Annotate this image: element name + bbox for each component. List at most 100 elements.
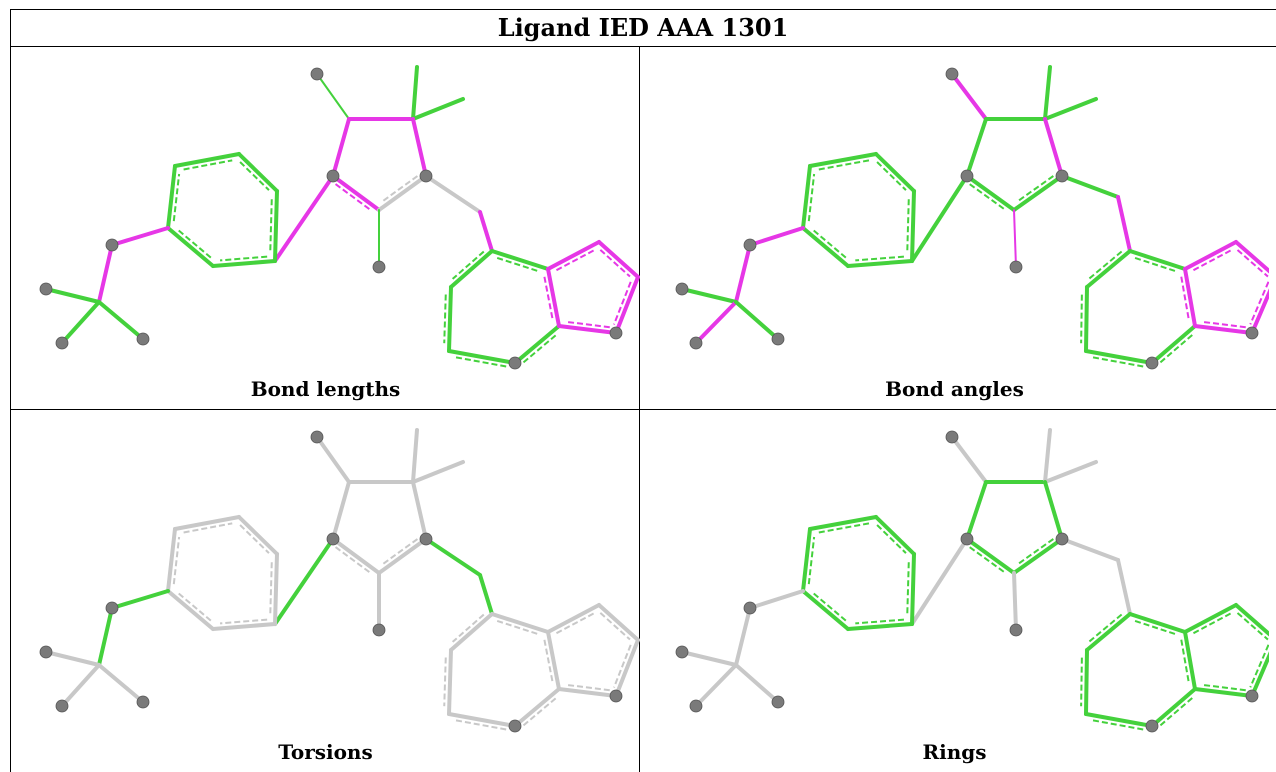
bond-m2-ff1 [1183, 603, 1238, 635]
atom-sphere-r3 [960, 532, 974, 546]
atom-sphere-me1 [310, 430, 324, 444]
bond-ff2-ff3 [1249, 644, 1269, 698]
bond-r3-r2 [331, 480, 351, 541]
bond-o-ph5 [748, 589, 805, 610]
atom-sphere-ff3 [1245, 326, 1259, 340]
atom-sphere-me4 [55, 336, 69, 350]
atom-sphere-me1 [945, 430, 959, 444]
atom-sphere-r5 [419, 169, 433, 183]
bond-c1-me4 [694, 300, 738, 345]
atom-sphere-me2 [1009, 623, 1023, 637]
atom-sphere-ff3 [609, 689, 623, 703]
table-middle-border [10, 409, 1276, 410]
bond-o-c1 [734, 243, 752, 304]
bond-ph3-r2 [910, 537, 969, 626]
bond-r1-r5 [1043, 117, 1064, 178]
bond-r3-r4 [331, 537, 381, 575]
atom-sphere-me1 [310, 67, 324, 81]
bond-c1-me5 [734, 300, 780, 341]
bond-o-c1 [734, 606, 752, 667]
atom-sphere-me1 [945, 67, 959, 81]
bond-c1-me3 [44, 287, 101, 304]
atom-sphere-me3 [675, 645, 689, 659]
bond-ff3-m3 [557, 320, 618, 335]
bond-r3-r4 [331, 174, 381, 212]
bond-ph4-ph5 [166, 226, 215, 268]
bond-bz1-bz2 [443, 285, 453, 353]
caption-bond-lengths: Bond lengths [250, 377, 401, 401]
panel-bond-lengths: Bond lengths [11, 47, 640, 405]
table-left-border [10, 9, 11, 772]
atom-sphere-o [105, 238, 119, 252]
bond-c1-me5 [97, 300, 145, 341]
atom-sphere-r3 [326, 532, 340, 546]
bond-ph5-ph6 [166, 164, 181, 230]
table-title-border [10, 46, 1276, 47]
bond-m2-m3 [1180, 630, 1197, 691]
bond-bz3-m3 [1150, 687, 1197, 728]
atom-sphere-me5 [771, 695, 785, 709]
bond-r5-c5 [1060, 174, 1120, 199]
bond-m1-bz1 [1085, 249, 1132, 289]
bond-ph4-ph5 [801, 226, 850, 268]
bond-r2-me1 [316, 73, 350, 120]
bond-r2-me1 [950, 72, 988, 121]
table-top-border [10, 9, 1276, 10]
bond-ph1-ph2 [874, 515, 916, 556]
atom-sphere-r5 [1055, 169, 1069, 183]
atom-sphere-me3 [39, 282, 53, 296]
bond-m1-m2 [490, 249, 550, 273]
bond-ff1-ff2 [1234, 240, 1269, 278]
bond-r1-a2 [411, 97, 465, 121]
bond-r3-r2 [965, 117, 988, 178]
bond-c1-me3 [680, 287, 738, 304]
atom-sphere-bz3 [1145, 356, 1159, 370]
bond-r1-a2 [1043, 460, 1098, 484]
bond-ph3-r2 [273, 537, 335, 626]
bond-bz1-bz2 [1080, 648, 1089, 716]
bond-ph2-ph3 [269, 189, 279, 263]
bond-ff1-ff2 [1234, 603, 1269, 641]
bond-ff3-m3 [1193, 683, 1254, 698]
bond-r1-a1 [1043, 428, 1052, 484]
atom-sphere-o [743, 238, 757, 252]
bond-c1-me4 [60, 300, 101, 345]
panel-bond-angles: Bond angles [640, 47, 1269, 405]
bond-bz2-bz3 [1084, 712, 1154, 731]
bond-m2-ff1 [546, 240, 601, 272]
bond-bz2-bz3 [447, 712, 517, 731]
bond-ff2-ff3 [1249, 281, 1269, 335]
bond-ff3-m3 [1193, 320, 1254, 335]
bond-ff2-ff3 [613, 638, 640, 698]
bond-r1-r5 [411, 117, 428, 178]
bond-ph1-ph2 [874, 152, 916, 193]
bond-c1-me5 [97, 663, 145, 704]
bond-c1-me4 [694, 663, 738, 708]
bond-ph3-ph4 [846, 618, 914, 631]
atom-sphere-r5 [419, 532, 433, 546]
bond-ph6-ph1 [173, 515, 241, 534]
bond-bz1-bz2 [443, 648, 453, 716]
bond-ph3-ph4 [211, 618, 277, 631]
figure-title: Ligand IED AAA 1301 [497, 13, 789, 42]
bond-r1-a1 [411, 65, 419, 121]
bond-r3-r4 [965, 174, 1016, 212]
bond-r3-r2 [965, 480, 988, 541]
bond-o-ph5 [748, 226, 805, 247]
bond-ph2-ph3 [269, 552, 279, 626]
bond-bz3-m3 [513, 324, 561, 365]
bond-m1-bz1 [449, 249, 494, 289]
bond-m2-m3 [543, 267, 561, 328]
bond-o-ph5 [110, 589, 170, 610]
atom-sphere-me3 [675, 282, 689, 296]
bond-m2-m3 [543, 630, 561, 691]
bond-r3-r2 [331, 117, 351, 178]
bond-r1-a2 [1043, 97, 1098, 121]
table-center-border [639, 46, 640, 772]
bond-ff1-ff2 [597, 240, 640, 279]
bond-r5-r4 [377, 174, 428, 212]
bond-r1-r5 [411, 480, 428, 541]
bond-ph1-ph2 [237, 152, 279, 193]
bond-c1-me5 [734, 663, 780, 704]
bond-ff2-ff3 [613, 275, 640, 335]
